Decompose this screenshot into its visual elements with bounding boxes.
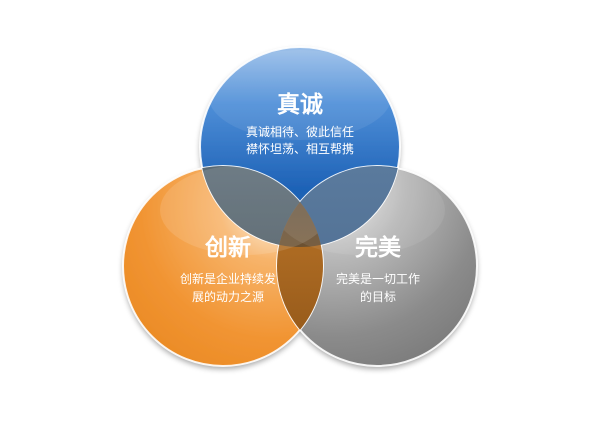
right-highlight — [277, 166, 445, 255]
right-line-2: 的目标 — [360, 289, 396, 304]
top-title: 真诚 — [277, 91, 323, 118]
left-line-2: 展的动力之源 — [192, 289, 264, 304]
left-line-1: 创新是企业持续发 — [180, 271, 276, 286]
top-line-1: 真诚相待、彼此信任 — [246, 125, 354, 139]
top-line-2: 襟怀坦荡、相互帮携 — [246, 141, 354, 156]
top-highlight — [208, 50, 392, 140]
overlap-top-left — [200, 166, 323, 247]
right-title: 完美 — [355, 234, 401, 261]
overlap-top-right — [277, 166, 400, 247]
right-line-1: 完美是一切工作 — [336, 271, 420, 286]
left-title: 创新 — [204, 234, 251, 261]
